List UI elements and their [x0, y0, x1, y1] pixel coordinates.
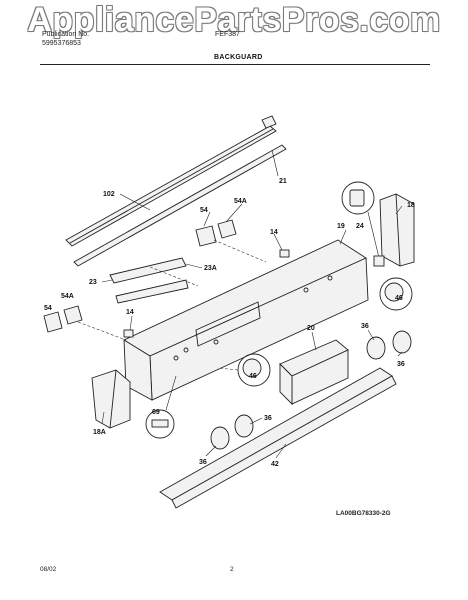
bracket-23 [109, 257, 199, 304]
callout-14-left: 14 [126, 309, 134, 316]
watermark-logo: AppliancePartsPros.com [27, 1, 441, 39]
switch-54-top [195, 219, 267, 263]
callout-18a: 18A [93, 429, 106, 436]
callout-46-center: 46 [249, 373, 257, 380]
callout-46-right: 46 [395, 295, 403, 302]
switch-54-left [43, 305, 127, 341]
end-cap-18 [379, 193, 415, 267]
callout-102: 102 [103, 191, 115, 198]
screw-69-detail [145, 375, 177, 439]
callout-36-d: 36 [199, 459, 207, 466]
knob-46-right [379, 277, 413, 311]
control-board-20 [279, 339, 349, 406]
callout-54-top: 54 [200, 207, 208, 214]
callout-54a-top: 54A [234, 198, 247, 205]
knob-36-b [392, 330, 412, 354]
callout-18: 18 [407, 202, 415, 209]
trim-strip-102 [65, 115, 287, 267]
knob-36-d [210, 426, 230, 450]
callout-42: 42 [271, 461, 279, 468]
callout-14-top: 14 [270, 229, 278, 236]
clip-24-detail [341, 181, 385, 267]
indicator-light-14-top [279, 249, 290, 258]
callout-69: 69 [152, 409, 160, 416]
model-number: FEF387 [215, 31, 240, 38]
section-title: BACKGUARD [214, 54, 263, 61]
callout-20: 20 [307, 325, 315, 332]
publication-number: 5995376853 [42, 40, 81, 47]
footer-page: 2 [230, 566, 234, 573]
footer-date: 08/02 [40, 566, 57, 573]
end-cap-18a [91, 369, 131, 429]
callout-54a-left: 54A [61, 293, 74, 300]
diagram-code: LA00BG78330-2G [336, 510, 391, 517]
publication-label: Publication No. [42, 31, 90, 38]
callout-36-c: 36 [264, 415, 272, 422]
trim-42 [159, 367, 397, 509]
backguard-panel-19 [123, 239, 369, 401]
callout-24: 24 [356, 223, 364, 230]
header-rule [40, 64, 430, 65]
knob-46-center [217, 353, 271, 387]
callout-23: 23 [89, 279, 97, 286]
callout-21: 21 [279, 178, 287, 185]
callout-36-b: 36 [397, 361, 405, 368]
indicator-light-14-left [123, 329, 134, 338]
knob-36-c [234, 414, 254, 438]
callout-36-a: 36 [361, 323, 369, 330]
callout-23a: 23A [204, 265, 217, 272]
callout-19: 19 [337, 223, 345, 230]
knob-36-a [366, 336, 386, 360]
callout-54-left: 54 [44, 305, 52, 312]
